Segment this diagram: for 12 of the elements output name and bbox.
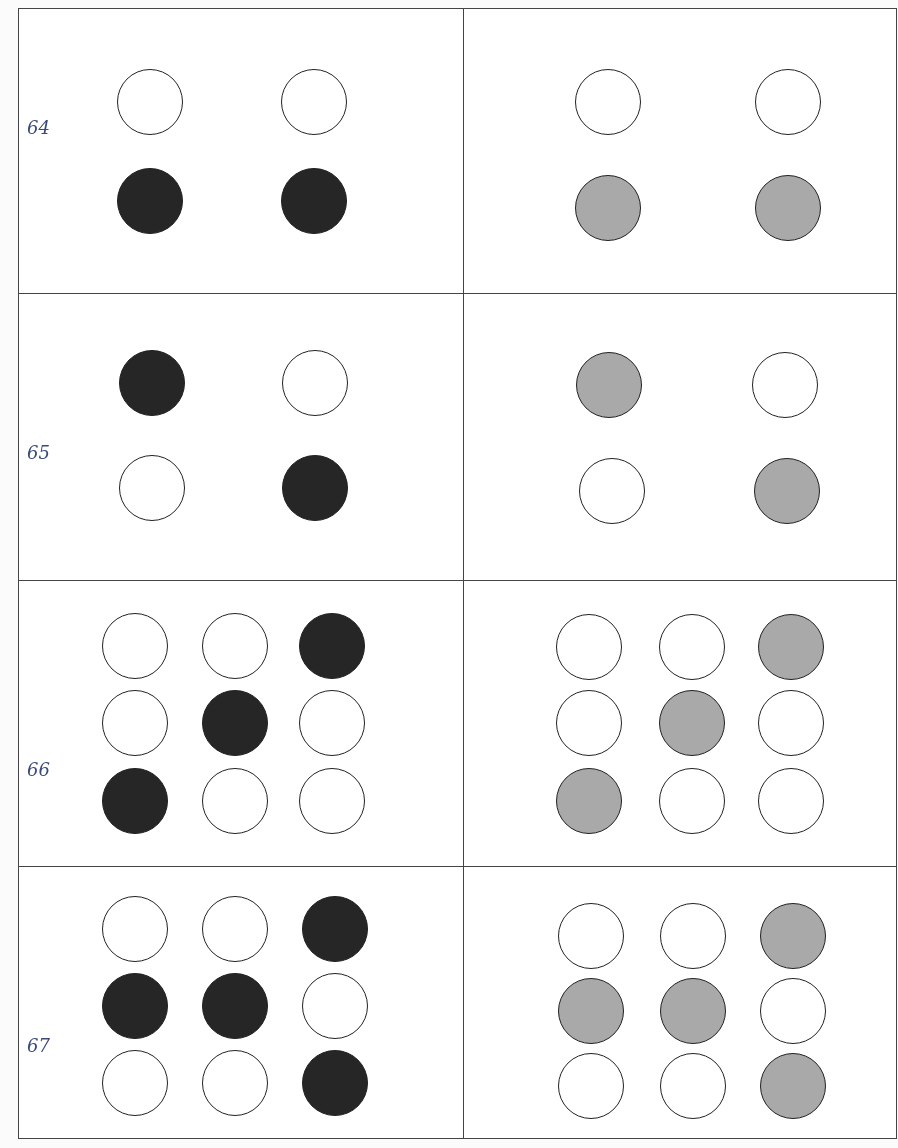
grid-cell: [18, 580, 464, 867]
grid-cell: [18, 8, 464, 294]
row-number: 67: [27, 1034, 50, 1058]
grid-cell: [463, 8, 897, 294]
row-number: 65: [27, 441, 50, 465]
row-number: 66: [27, 758, 50, 782]
grid-cell: [18, 293, 464, 581]
row-number: 64: [27, 116, 50, 140]
grid-cell: [18, 866, 464, 1139]
grid-cell: [463, 866, 897, 1139]
grid-cell: [463, 293, 897, 581]
grid-cell: [463, 580, 897, 867]
